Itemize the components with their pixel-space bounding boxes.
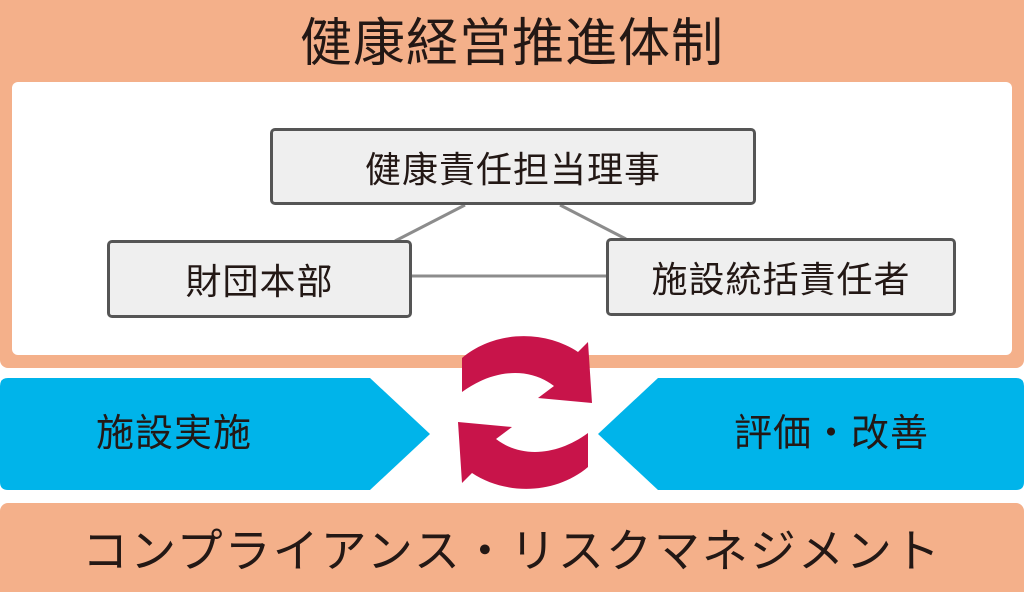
org-box-facility-manager: 施設統括責任者 — [606, 238, 956, 316]
flow-arrow-right — [598, 378, 1024, 490]
cycle-arrow-bottom — [458, 422, 588, 489]
connector-top-right — [559, 203, 627, 241]
cycle-arrows-icon — [458, 336, 592, 489]
org-connectors — [394, 203, 627, 278]
flow-label-implementation: 施設実施 — [96, 411, 253, 455]
connector-top-left — [394, 203, 466, 243]
flow-label-evaluation: 評価・改善 — [734, 411, 930, 455]
flow-arrow-left — [0, 378, 430, 490]
flow-arrows — [0, 378, 1024, 490]
cycle-arrow-top — [462, 336, 592, 403]
diagram-title: 健康経営推進体制 — [299, 14, 724, 74]
top-panel: 健康経営推進体制 健康責任担当理事 財団本部 施設統括責任者 — [0, 0, 1024, 368]
footer-panel: コンプライアンス・リスクマネジメント — [0, 503, 1024, 592]
org-box-health-director: 健康責任担当理事 — [270, 128, 756, 205]
org-box-headquarters: 財団本部 — [107, 240, 412, 318]
